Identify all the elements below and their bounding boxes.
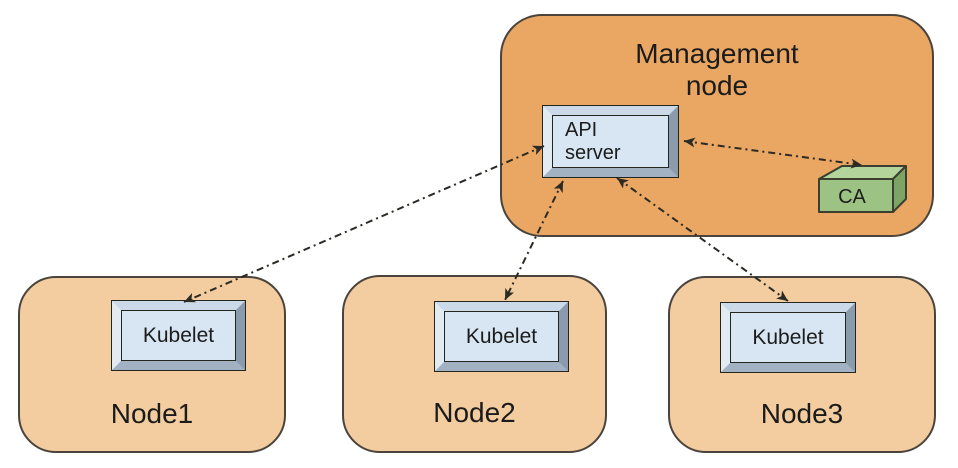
api-server-label: API server — [565, 118, 621, 164]
management-node-title-line2: node — [685, 70, 749, 101]
node1-label: Node1 — [110, 398, 194, 429]
kubelet2-label: Kubelet — [465, 324, 538, 348]
kubelet1-label: Kubelet — [142, 323, 215, 347]
kubelet3-bevel-frame: Kubelet — [721, 303, 855, 372]
kubelet3-panel: Kubelet — [730, 312, 846, 363]
kubelet2-bevel-frame: Kubelet — [435, 302, 568, 371]
management-node-title: Management node — [502, 38, 932, 102]
kubelet2-panel: Kubelet — [444, 311, 559, 362]
node3-label: Node3 — [760, 398, 844, 429]
kubelet-box-node2: Kubelet — [434, 301, 569, 372]
api-server-panel: API server — [552, 115, 669, 168]
kubelet1-panel: Kubelet — [121, 310, 236, 361]
kubelet-box-node3: Kubelet — [720, 302, 856, 373]
kubelet-box-node1: Kubelet — [111, 300, 246, 371]
management-node-title-line1: Management — [635, 38, 799, 69]
api-server-bevel-frame: API server — [543, 106, 678, 177]
api-server-box: API server — [542, 105, 679, 178]
node2-label: Node2 — [433, 397, 516, 428]
kubelet3-label: Kubelet — [752, 325, 824, 349]
kubelet1-bevel-frame: Kubelet — [112, 301, 245, 370]
